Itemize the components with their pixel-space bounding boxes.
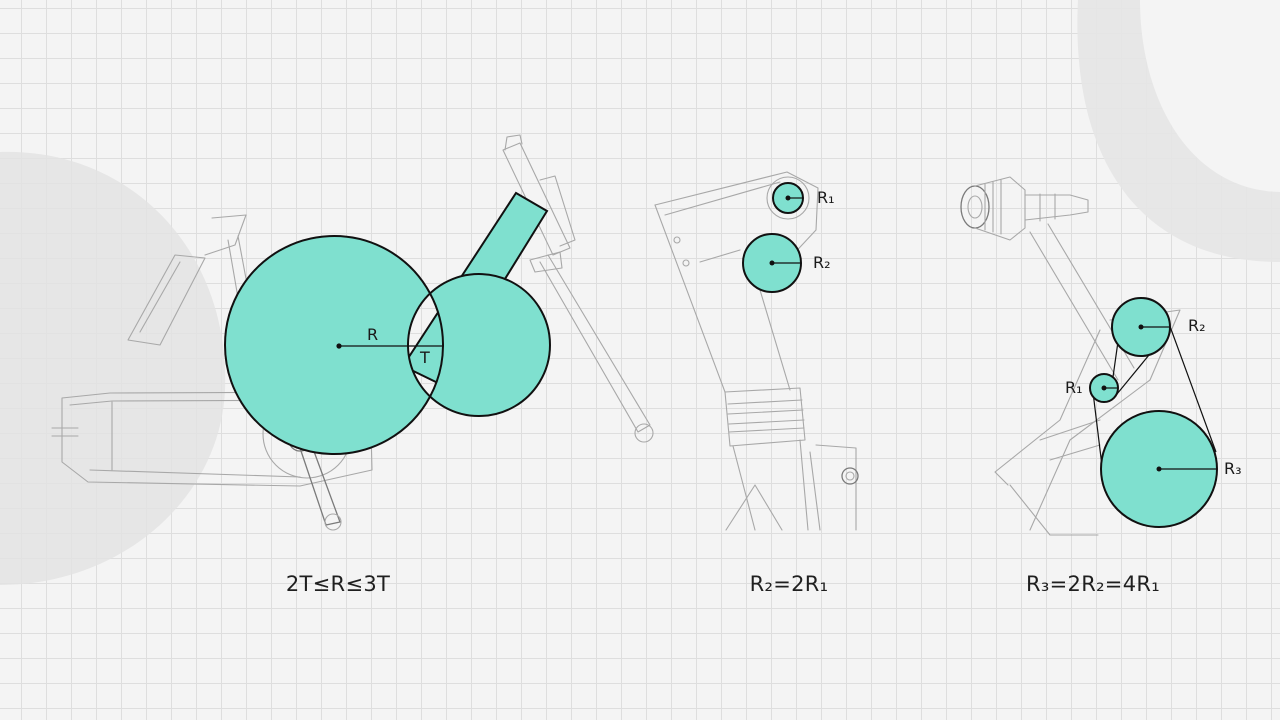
label-r1: R₁ <box>817 188 835 207</box>
frame-sketch-2 <box>654 171 859 531</box>
label-r3: R₃ <box>1224 459 1242 478</box>
caption-panel-3: R₃=2R₂=4R₁ <box>1026 572 1160 596</box>
label-t: T <box>419 348 430 367</box>
caption-panel-2: R₂=2R₁ <box>749 572 829 596</box>
label-r: R <box>367 325 378 344</box>
caption-panel-1: 2T≤R≤3T <box>285 572 391 596</box>
label-r2: R₂ <box>1188 316 1206 335</box>
bent-tube-annulus <box>224 235 551 455</box>
panel-3: R₁ R₂ R₃ <box>960 176 1242 536</box>
label-r2: R₂ <box>813 253 831 272</box>
panel-1: R T <box>51 134 654 531</box>
background-shapes <box>0 0 1280 585</box>
label-r1: R₁ <box>1065 378 1083 397</box>
panel-2: R₁ R₂ <box>654 171 859 531</box>
